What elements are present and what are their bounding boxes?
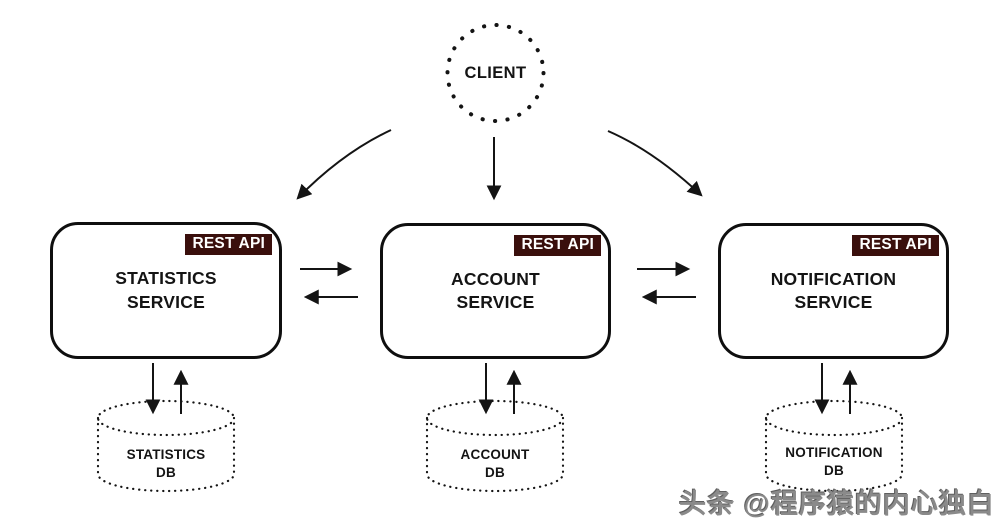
notification-db-cylinder (764, 399, 904, 493)
db-label-line2: DB (824, 462, 844, 478)
notification-db-label: NOTIFICATION DB (764, 444, 904, 479)
statistics-service-label: STATISTICS SERVICE (115, 267, 217, 313)
client-to-statistics-arrow (296, 129, 392, 200)
client-to-notification-arrow (607, 130, 703, 197)
rest-api-badge: REST API (514, 235, 601, 256)
statistics-db-label: STATISTICS DB (96, 446, 236, 481)
rest-api-badge: REST API (185, 234, 272, 255)
watermark: 头条 @程序猿的内心独白 (679, 489, 995, 519)
db-label-line1: ACCOUNT (460, 447, 530, 462)
account-service-label: ACCOUNT SERVICE (451, 268, 540, 314)
db-label-line2: DB (156, 464, 176, 480)
service-name-line1: STATISTICS (115, 268, 217, 289)
client-circle-outline (445, 23, 546, 123)
db-label-line2: DB (485, 464, 505, 480)
account-db-label: ACCOUNT DB (425, 446, 565, 481)
service-name-line2: SERVICE (456, 292, 535, 312)
notification-service-label: NOTIFICATION SERVICE (771, 268, 897, 314)
service-name-line1: NOTIFICATION (770, 268, 897, 289)
account-db-cylinder (425, 399, 565, 493)
notification-service-node: REST API NOTIFICATION SERVICE (718, 223, 949, 359)
db-label-line1: NOTIFICATION (785, 445, 883, 460)
db-label-line1: STATISTICS (126, 447, 206, 462)
service-name-line1: ACCOUNT (451, 268, 540, 289)
account-service-node: REST API ACCOUNT SERVICE (380, 223, 611, 359)
client-node-label: CLIENT (464, 63, 527, 82)
service-name-line2: SERVICE (127, 291, 205, 312)
service-name-line2: SERVICE (794, 292, 873, 312)
statistics-db-cylinder (96, 399, 236, 493)
rest-api-badge: REST API (852, 235, 939, 256)
statistics-service-node: REST API STATISTICS SERVICE (50, 222, 282, 359)
